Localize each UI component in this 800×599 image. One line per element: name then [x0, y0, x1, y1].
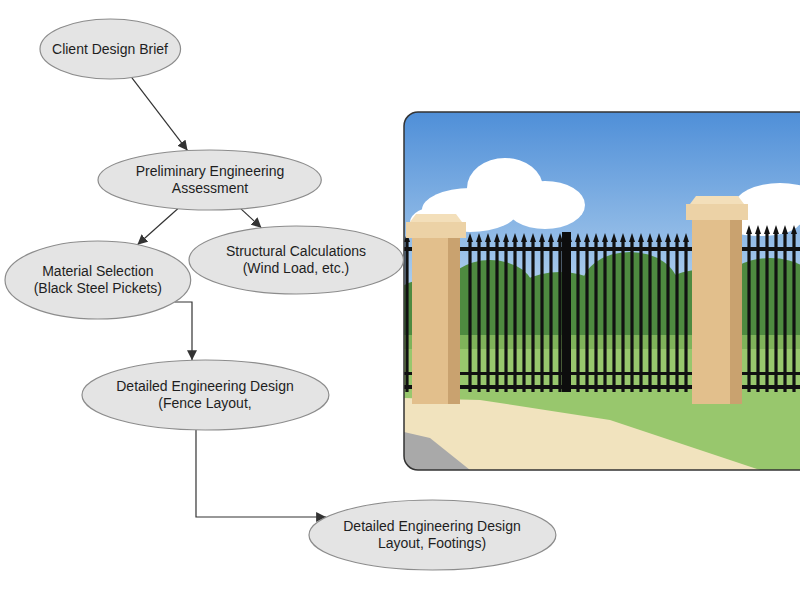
flow-arrow	[137, 209, 177, 245]
picket	[765, 232, 768, 392]
picket	[405, 240, 408, 392]
picket-spear	[539, 233, 545, 242]
picket-spear	[467, 233, 473, 242]
picket	[792, 232, 795, 392]
picket	[522, 240, 525, 392]
node-label: Material Selection (Black Steel Pickets)	[23, 263, 173, 297]
node-label: Detailed Engineering Design Layout, Foot…	[332, 518, 532, 552]
picket-spear	[764, 225, 770, 234]
picket	[594, 240, 597, 392]
process-ellipse: Detailed Engineering Design (Fence Layou…	[81, 359, 330, 431]
illustration-frame	[404, 112, 800, 470]
picket-spear	[530, 233, 536, 242]
node-label: Structural Calculations (Wind Load, etc.…	[211, 243, 381, 277]
picket	[657, 240, 660, 392]
picket	[477, 240, 480, 392]
picket-spear	[746, 225, 752, 234]
ellipse-shape	[309, 500, 556, 570]
picket-spear	[602, 233, 608, 242]
picket	[639, 240, 642, 392]
picket	[603, 240, 606, 392]
picket-spear	[665, 233, 671, 242]
picket	[756, 232, 759, 392]
picket-spear	[791, 225, 797, 234]
ellipse-shape	[40, 19, 181, 79]
ellipse-shape	[82, 360, 329, 430]
picket	[540, 240, 543, 392]
picket-spear	[593, 233, 599, 242]
node-label: Client Design Brief	[52, 41, 168, 58]
process-ellipse: Preliminary Engineering Assessment	[97, 149, 322, 211]
picket-spear	[485, 233, 491, 242]
picket	[630, 240, 633, 392]
picket	[621, 240, 624, 392]
picket-spear	[656, 233, 662, 242]
picket-spear	[503, 233, 509, 242]
picket	[675, 240, 678, 392]
picket	[513, 240, 516, 392]
process-ellipse: Client Design Brief	[39, 18, 182, 80]
picket	[684, 240, 687, 392]
walkway	[404, 398, 760, 470]
picket	[783, 232, 786, 392]
picket-spear	[494, 233, 500, 242]
picket-spear	[476, 233, 482, 242]
picket	[774, 232, 777, 392]
pillar	[686, 196, 748, 404]
picket-spear	[611, 233, 617, 242]
process-ellipse: Detailed Engineering Design Layout, Foot…	[308, 499, 557, 571]
picket-spear	[755, 225, 761, 234]
picket-spear	[629, 233, 635, 242]
gate-post	[562, 232, 571, 392]
picket	[585, 240, 588, 392]
picket	[747, 232, 750, 392]
road	[404, 432, 470, 470]
pillar	[406, 214, 466, 404]
picket-spear	[773, 225, 779, 234]
picket	[486, 240, 489, 392]
picket	[648, 240, 651, 392]
picket	[666, 240, 669, 392]
process-ellipse: Material Selection (Black Steel Pickets)	[4, 240, 192, 320]
picket-spear	[620, 233, 626, 242]
picket-spear	[674, 233, 680, 242]
picket	[504, 240, 507, 392]
picket-spear	[521, 233, 527, 242]
flow-arrow	[132, 78, 188, 151]
picket-spear	[647, 233, 653, 242]
picket	[612, 240, 615, 392]
picket	[558, 240, 561, 392]
ellipse-shape	[5, 241, 191, 319]
node-label: Preliminary Engineering Assessment	[125, 163, 295, 197]
picket	[531, 240, 534, 392]
picket	[468, 240, 471, 392]
ellipse-shape	[189, 226, 403, 294]
picket	[549, 240, 552, 392]
ellipse-shape	[98, 150, 321, 210]
flow-arrow	[175, 302, 192, 360]
node-label: Detailed Engineering Design (Fence Layou…	[105, 378, 305, 412]
flow-arrow	[241, 209, 261, 228]
flow-arrow	[196, 430, 326, 517]
picket-spear	[575, 233, 581, 242]
process-ellipse: Structural Calculations (Wind Load, etc.…	[188, 225, 404, 295]
picket-spear	[638, 233, 644, 242]
picket	[576, 240, 579, 392]
picket	[495, 240, 498, 392]
scene	[404, 112, 800, 470]
picket-spear	[683, 233, 689, 242]
picket-spear	[512, 233, 518, 242]
picket-spear	[548, 233, 554, 242]
picket-spear	[584, 233, 590, 242]
picket-spear	[782, 225, 788, 234]
